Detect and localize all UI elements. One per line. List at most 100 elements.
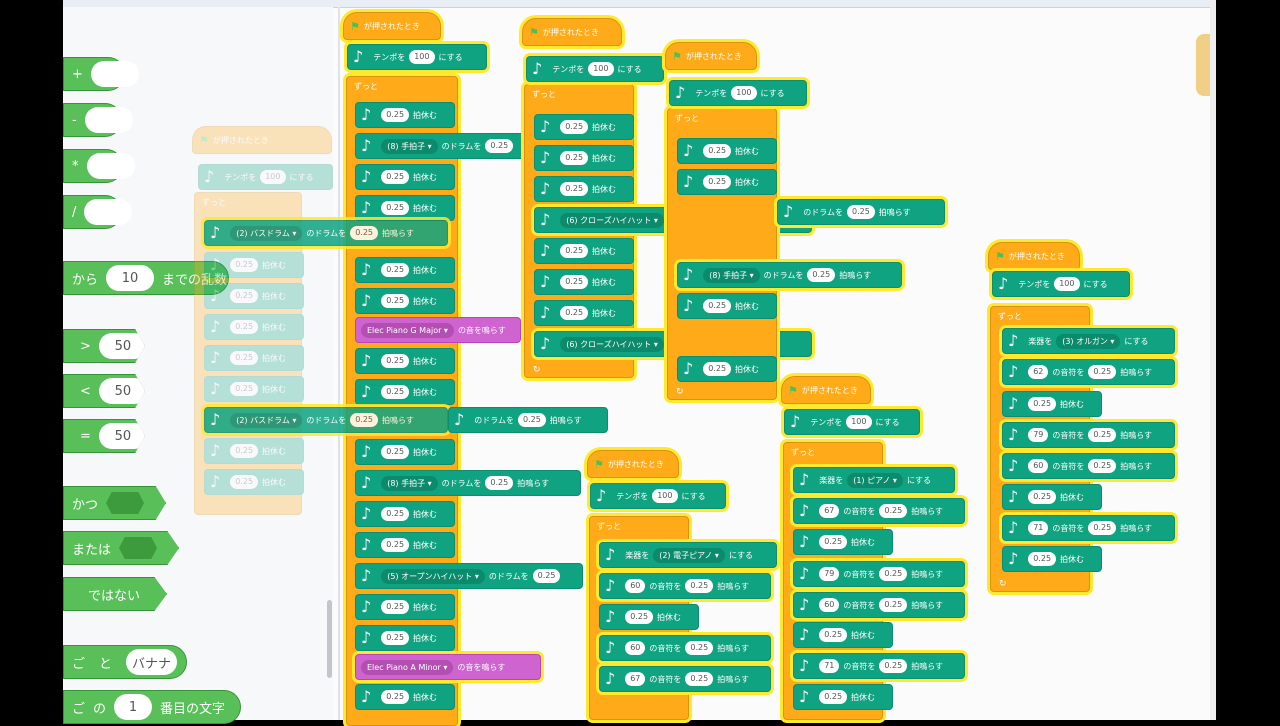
operand-slot[interactable] [84, 107, 133, 133]
rest-value[interactable]: 0.25 [819, 690, 848, 704]
rest-value[interactable]: 0.25 [625, 610, 654, 624]
when-flag-hat[interactable]: ⚑が押されたとき [988, 242, 1080, 270]
beat-value[interactable]: 0.25 [1088, 459, 1117, 473]
bool-slot[interactable] [106, 492, 145, 514]
rest-value[interactable]: 0.25 [560, 306, 589, 320]
drum-dropdown[interactable]: (8) 手拍子 [703, 267, 760, 283]
random-max-slot[interactable]: 10 [106, 265, 155, 291]
rest-value[interactable]: 0.25 [560, 151, 589, 165]
rest-value[interactable]: 0.25 [381, 600, 410, 614]
compare-slot[interactable]: 50 [98, 423, 145, 449]
beat-value[interactable]: 0.25 [1088, 365, 1117, 379]
rest-value[interactable]: 0.25 [703, 144, 732, 158]
beat-value[interactable]: 0.25 [1088, 428, 1117, 442]
beat-value[interactable]: 0.25 [517, 413, 546, 427]
set-instrument-block[interactable]: 楽器を(3) オルガンにする [1002, 328, 1175, 354]
beat-value[interactable]: 0.25 [879, 504, 908, 518]
note-value[interactable]: 60 [625, 579, 646, 593]
rest-value[interactable]: 0.25 [381, 263, 410, 277]
rest-value[interactable]: 0.25 [381, 538, 410, 552]
rest-value[interactable]: 0.25 [819, 535, 848, 549]
compare-slot[interactable]: 50 [98, 333, 145, 359]
rest-value[interactable]: 0.25 [1028, 552, 1057, 566]
drum-block[interactable]: (8) 手拍子のドラムを0.25 [355, 133, 525, 159]
when-flag-hat[interactable]: ⚑が押されたとき [343, 12, 441, 40]
rest-value[interactable]: 0.25 [381, 201, 410, 215]
compare-slot[interactable]: 50 [98, 378, 145, 404]
rest-value[interactable]: 0.25 [381, 690, 410, 704]
play-sound-block[interactable]: Elec Piano A Minorの音を鳴らす [355, 654, 541, 680]
rest-value[interactable]: 0.25 [381, 170, 410, 184]
drum-dropdown[interactable]: (6) クローズハイハット [560, 336, 664, 352]
note-value[interactable]: 62 [1028, 365, 1049, 379]
tempo-value[interactable]: 100 [409, 50, 435, 64]
rest-value[interactable]: 0.25 [560, 244, 589, 258]
operator-lt-block[interactable]: < 50 [63, 374, 145, 408]
note-value[interactable]: 67 [625, 672, 646, 686]
operator-eq-block[interactable]: = 50 [63, 419, 145, 453]
instrument-dropdown[interactable]: (3) オルガン [1056, 333, 1121, 349]
operator-and-block[interactable]: かつ [63, 486, 166, 520]
rest-value[interactable]: 0.25 [381, 108, 410, 122]
rest-value[interactable]: 0.25 [560, 120, 589, 134]
note-value[interactable]: 60 [819, 598, 840, 612]
drum-dropdown[interactable]: (2) バスドラム [230, 412, 303, 428]
bool-slot[interactable] [119, 537, 158, 559]
drum-block[interactable]: (5) オープンハイハットのドラムを0.25 [355, 563, 583, 589]
operand-slot[interactable] [84, 199, 133, 225]
when-flag-hat[interactable]: ⚑が押されたとき [665, 42, 757, 70]
note-value[interactable]: 79 [819, 567, 840, 581]
beat-value[interactable]: 0.25 [685, 672, 714, 686]
tempo-value[interactable]: 100 [652, 489, 678, 503]
rest-value[interactable]: 0.25 [381, 294, 410, 308]
instrument-dropdown[interactable]: (2) 電子ピアノ [653, 547, 725, 563]
note-value[interactable]: 79 [1028, 428, 1049, 442]
rest-value[interactable]: 0.25 [381, 507, 410, 521]
note-value[interactable]: 67 [819, 504, 840, 518]
beat-value[interactable]: 0.25 [485, 476, 514, 490]
rest-value[interactable]: 0.25 [560, 182, 589, 196]
drum-dropdown[interactable]: (5) オープンハイハット [381, 568, 485, 584]
letter-index-slot[interactable]: 1 [114, 694, 153, 720]
operator-subtract-block[interactable]: - [63, 103, 133, 137]
